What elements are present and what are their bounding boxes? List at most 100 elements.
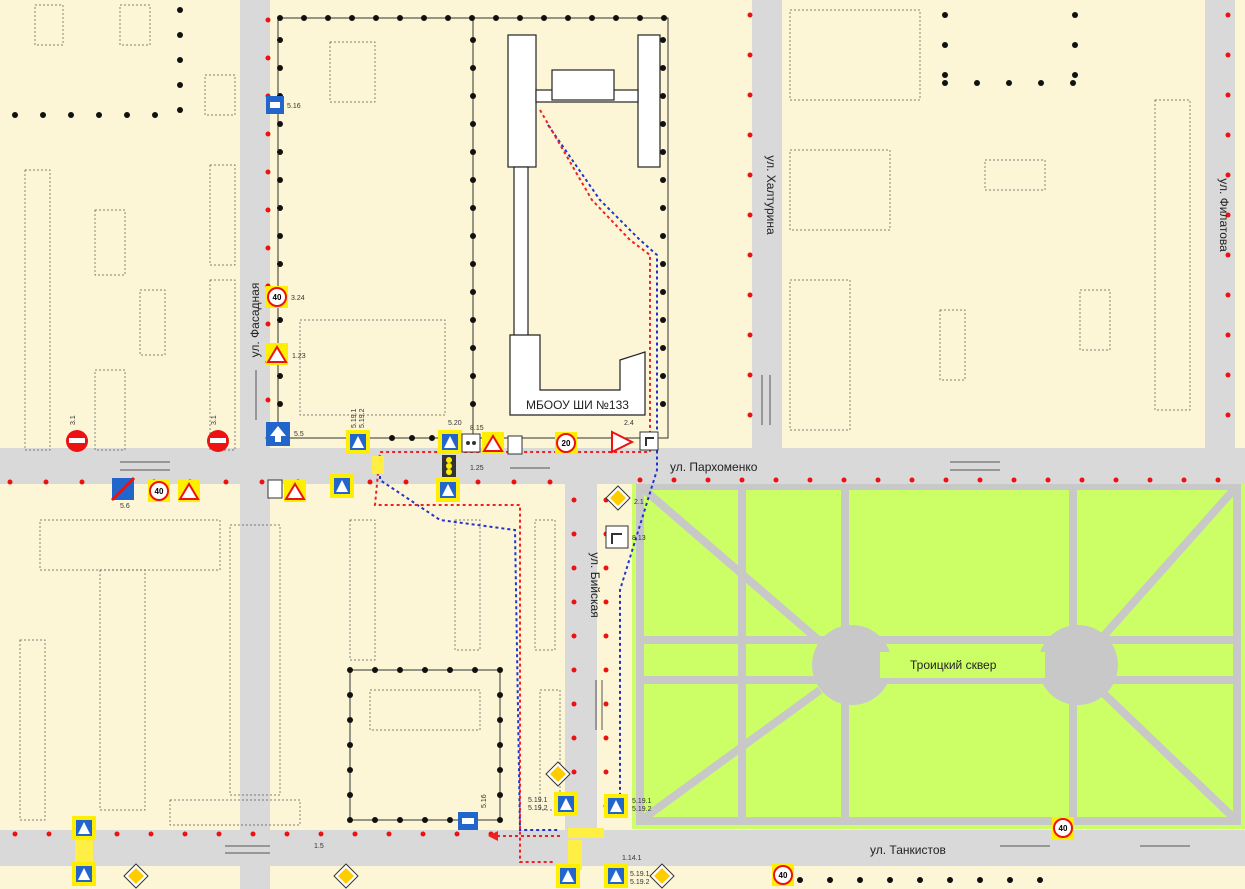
fence-post: [470, 177, 476, 183]
street-light: [1225, 412, 1231, 418]
fence-post: [917, 877, 923, 883]
fence-post: [12, 112, 18, 118]
speed-bump-sign: [436, 478, 460, 502]
street-light: [1225, 12, 1231, 18]
park-troitsky: [632, 478, 1245, 829]
fence-post: [497, 667, 503, 673]
fence-post: [347, 667, 353, 673]
fence-post: [470, 205, 476, 211]
fence-post: [613, 15, 619, 21]
street-light: [909, 477, 915, 483]
street-light: [403, 479, 409, 485]
sign-caption-5-19-2: 5.19.2: [528, 805, 548, 812]
main-road-direction-plate: [605, 525, 629, 549]
fence-post: [660, 37, 666, 43]
street-light: [1147, 477, 1153, 483]
street-light: [747, 92, 753, 98]
sign-caption-8-15: 8.15: [470, 425, 484, 432]
fence-post: [589, 15, 595, 21]
fence-post: [1072, 72, 1078, 78]
street-light: [284, 831, 290, 837]
fence-post: [497, 767, 503, 773]
street-light: [943, 477, 949, 483]
fence-post: [177, 82, 183, 88]
no-entry-sign-left: [66, 430, 88, 452]
fence-post: [152, 112, 158, 118]
road-marking-1-14-1: 1.14.1: [622, 855, 642, 862]
sign-caption-5-16-top: 5.16: [287, 103, 301, 110]
fence-post: [942, 72, 948, 78]
street-light: [841, 477, 847, 483]
street-light: [571, 633, 577, 639]
street-light: [1225, 292, 1231, 298]
street-light: [671, 477, 677, 483]
sign-caption-5-19-2: 5.19.2: [359, 408, 366, 428]
sign-caption-3-1-left: 3.1: [70, 415, 77, 425]
sign-caption-1-23: 1.23: [292, 353, 306, 360]
fence-post: [660, 401, 666, 407]
main-road-sign: [605, 485, 631, 511]
fence-post: [397, 817, 403, 823]
fence-post: [660, 121, 666, 127]
street-light: [7, 479, 13, 485]
street-light: [265, 169, 271, 175]
street-light: [739, 477, 745, 483]
traffic-light: [442, 455, 456, 477]
speed-limit-value: 40: [273, 293, 282, 302]
main-road-sign: [545, 761, 571, 787]
street-light: [1225, 132, 1231, 138]
fence-post: [445, 15, 451, 21]
street-light: [1011, 477, 1017, 483]
fence-post: [277, 205, 283, 211]
fence-post: [347, 742, 353, 748]
pedestrian-crossing-sign: [556, 864, 580, 888]
street-light: [637, 477, 643, 483]
street-light: [148, 831, 154, 837]
fence-post: [541, 15, 547, 21]
speed-limit-sign-20: [555, 432, 577, 454]
street-light: [747, 412, 753, 418]
street-light: [571, 531, 577, 537]
street-light: [386, 831, 392, 837]
fence-post: [68, 112, 74, 118]
street-light: [603, 769, 609, 775]
fence-post: [277, 65, 283, 71]
speed-limit-sign-tankistov: [1052, 817, 1074, 839]
sign-caption-5-19-2: 5.19.2: [630, 879, 650, 886]
street-light: [747, 172, 753, 178]
fence-post: [565, 15, 571, 21]
sign-caption-5-19-1: 5.19.1: [351, 408, 358, 428]
fence-post: [660, 373, 666, 379]
fence-post: [347, 767, 353, 773]
main-road-sign: [649, 863, 675, 889]
fence-post: [469, 15, 475, 21]
pedestrian-crossing-sign: [72, 816, 96, 840]
fence-post: [277, 261, 283, 267]
fence-post: [470, 93, 476, 99]
street-light: [1181, 477, 1187, 483]
street-label-filatova: ул. Филатова: [1217, 178, 1231, 252]
street-light: [265, 245, 271, 251]
fence-post: [301, 15, 307, 21]
street-light: [265, 131, 271, 137]
park-label: Троицкий сквер: [910, 658, 997, 672]
fence-post: [277, 317, 283, 323]
fence-post: [660, 65, 666, 71]
street-light: [603, 701, 609, 707]
lane-arrows: [120, 370, 1190, 854]
street-light: [1225, 332, 1231, 338]
give-way-sign: [611, 430, 635, 454]
speed-limit-sign-fasadnaya: [266, 286, 288, 308]
fence-post: [447, 667, 453, 673]
fence-post: [347, 817, 353, 823]
fence-post: [40, 112, 46, 118]
fence-post: [497, 742, 503, 748]
fence-post: [177, 107, 183, 113]
main-road-sign: [123, 863, 149, 889]
fence-post: [1007, 877, 1013, 883]
fence-post: [797, 877, 803, 883]
street-light: [705, 477, 711, 483]
street-light: [1113, 477, 1119, 483]
fence-post: [470, 65, 476, 71]
fence-post: [277, 37, 283, 43]
